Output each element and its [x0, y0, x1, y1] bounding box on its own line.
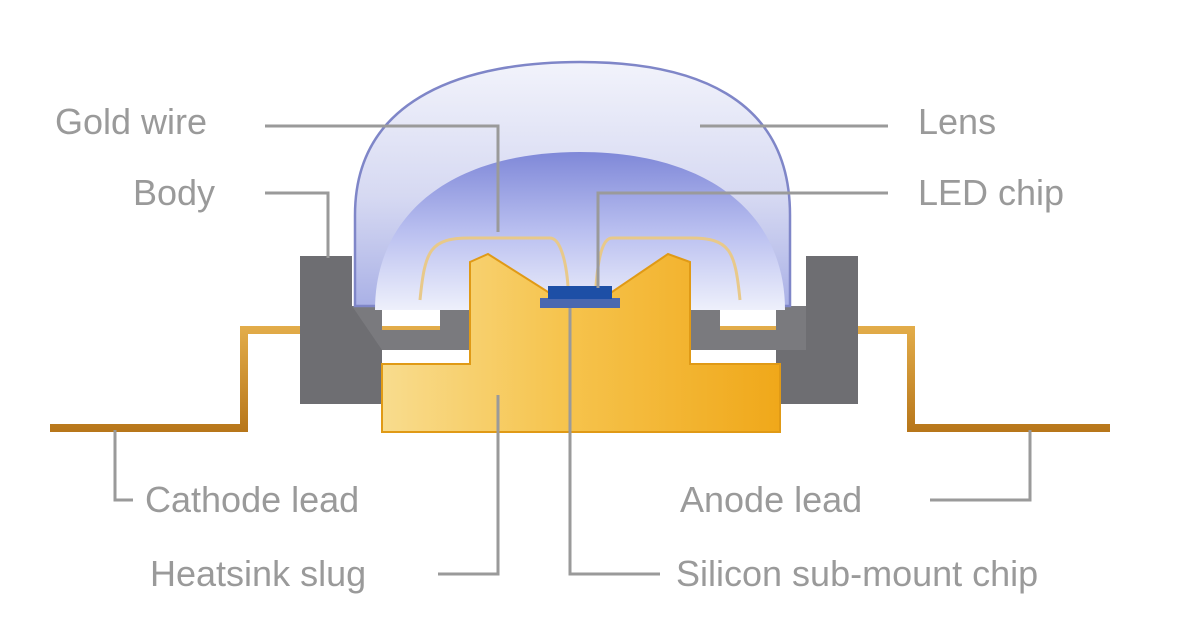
led-chip	[548, 286, 612, 299]
package-body	[300, 256, 382, 404]
leader-body	[265, 191, 330, 258]
cathode-lead	[50, 326, 440, 432]
label-lens: Lens	[918, 101, 996, 142]
label-heatsink-slug: Heatsink slug	[150, 553, 366, 594]
label-gold-wire: Gold wire	[55, 101, 207, 142]
silicon-submount-chip	[540, 298, 620, 308]
leader-silicon-submount	[568, 308, 660, 576]
label-led-chip: LED chip	[918, 172, 1064, 213]
heatsink-slug	[381, 252, 781, 433]
leader-cathode-lead	[113, 430, 133, 502]
label-body: Body	[133, 172, 215, 213]
label-silicon-submount-chip: Silicon sub-mount chip	[676, 553, 1038, 594]
leader-anode-lead	[930, 430, 1032, 502]
leader-led-chip	[596, 191, 888, 288]
label-cathode-lead: Cathode lead	[145, 479, 359, 520]
leader-gold-wire	[265, 124, 500, 232]
gold-wire-left	[418, 236, 570, 301]
label-anode-lead: Anode lead	[680, 479, 862, 520]
leader-heatsink-slug	[438, 395, 500, 576]
anode-lead	[720, 326, 1110, 432]
package-body-right	[776, 256, 858, 404]
